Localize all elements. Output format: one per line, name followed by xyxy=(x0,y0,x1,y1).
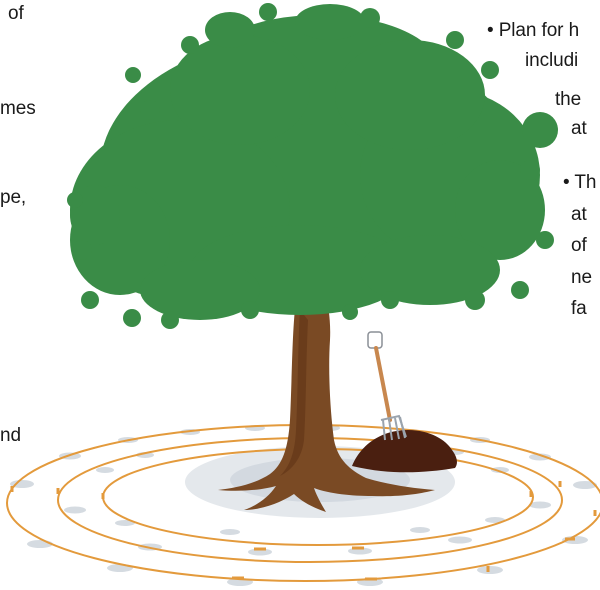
pitchfork-icon xyxy=(368,332,406,440)
tree-canopy xyxy=(70,4,558,320)
